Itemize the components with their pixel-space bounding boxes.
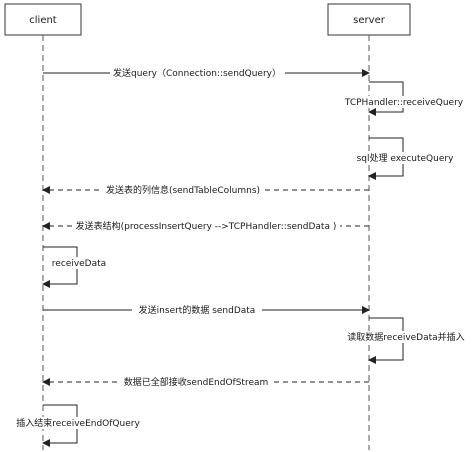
message-send-query: 发送query（Connection::sendQuery）: [43, 67, 370, 79]
message-send-table-structure: 发送表结构(processInsertQuery -->TCPHandler::…: [42, 220, 369, 232]
server-participant: server: [327, 3, 411, 36]
message-send-insert-data: 发送insert的数据 sendData: [43, 304, 370, 316]
send-insert-data-label: 发送insert的数据 sendData: [139, 304, 256, 316]
send-insert-data-label-bg: [132, 304, 262, 316]
sql-execute-label-bg: [356, 152, 454, 164]
send-table-columns-label: 发送表的列信息(sendTableColumns): [106, 184, 260, 196]
self-message-insert-end: 插入结束receiveEndOfQuery: [14, 404, 142, 447]
sql-execute-label: sql处理 executeQuery: [357, 152, 454, 164]
receive-data-label: receiveData: [52, 259, 106, 269]
self-message-sql-execute: sql处理 executeQuery: [356, 137, 454, 180]
self-message-receive-data: receiveData: [42, 246, 110, 288]
receive-query-label-bg: [344, 96, 464, 108]
self-message-read-and-insert: 读取数据receiveData并插入: [342, 317, 470, 364]
read-and-insert-label-bg: [342, 331, 470, 343]
send-table-structure-label-bg: [72, 220, 340, 232]
send-table-columns-label-bg: [102, 184, 264, 196]
insert-end-label-bg: [14, 417, 142, 429]
server-box: [327, 3, 411, 36]
client-box: [4, 3, 82, 36]
send-query-label-bg: [110, 67, 285, 79]
insert-end-label: 插入结束receiveEndOfQuery: [16, 417, 140, 429]
end-of-stream-label-bg: [118, 376, 274, 388]
send-table-structure-label: 发送表结构(processInsertQuery -->TCPHandler::…: [76, 220, 337, 232]
receive-data-label-bg: [48, 257, 110, 269]
read-and-insert-label: 读取数据receiveData并插入: [347, 331, 464, 343]
message-send-table-columns: 发送表的列信息(sendTableColumns): [42, 184, 369, 196]
server-label: server: [353, 15, 386, 26]
client-label: client: [29, 15, 57, 26]
end-of-stream-label: 数据已全部接收sendEndOfStream: [124, 376, 269, 388]
client-participant: client: [4, 3, 82, 36]
send-query-label: 发送query（Connection::sendQuery）: [113, 67, 281, 79]
self-message-receive-query: TCPHandler::receiveQuery: [344, 81, 464, 116]
receive-query-label: TCPHandler::receiveQuery: [344, 98, 464, 108]
message-end-of-stream: 数据已全部接收sendEndOfStream: [42, 376, 369, 388]
